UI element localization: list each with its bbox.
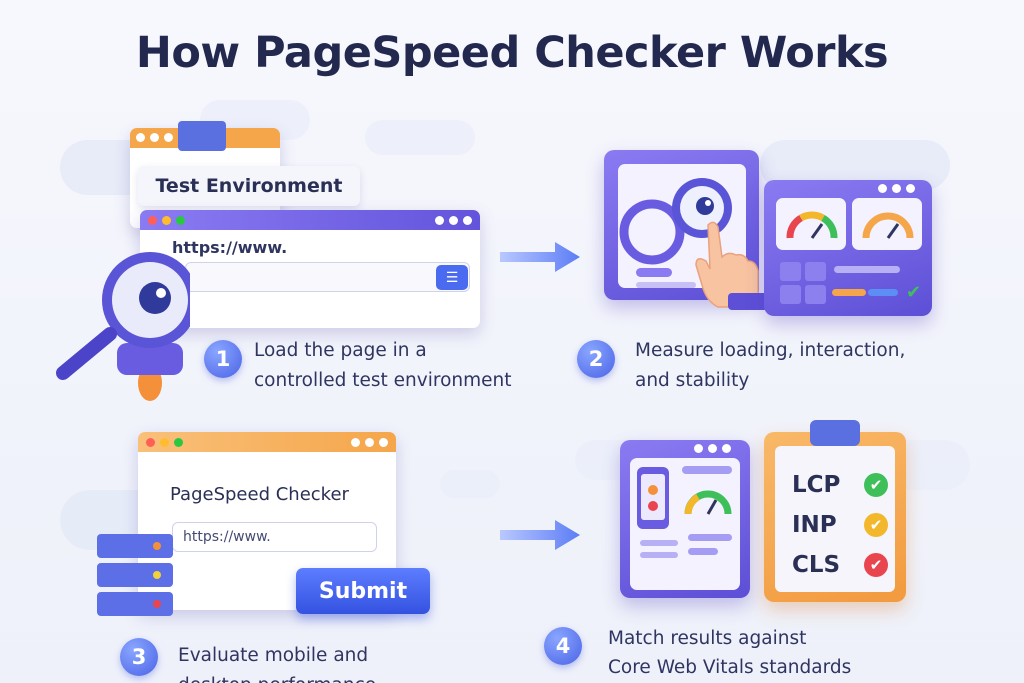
test-environment-label: Test Environment: [138, 166, 360, 206]
menu-icon[interactable]: ☰: [436, 265, 468, 290]
magnifier-eye-icon: [619, 178, 732, 265]
window-controls: [694, 444, 731, 453]
gauge-icon: [862, 212, 914, 239]
cloud-decoration: [440, 470, 500, 498]
vital-row-lcp: LCP ✔: [792, 472, 888, 498]
mobile-phone-icon: [637, 467, 669, 529]
url-input[interactable]: https://www.: [172, 522, 377, 552]
bar-decoration: [636, 282, 696, 288]
gauge-card: [776, 198, 846, 250]
step3-line2: desktop performance: [178, 672, 376, 683]
step1-line2: controlled test environment: [254, 370, 512, 391]
step4-line2: Core Web Vitals standards: [608, 657, 852, 678]
app-title: PageSpeed Checker: [170, 484, 349, 505]
grid-tiles: [780, 262, 826, 304]
right-arrow-icon: [500, 520, 580, 550]
bar-decoration: [832, 289, 866, 296]
bar-decoration: [834, 266, 900, 273]
gauge-card: [852, 198, 922, 250]
vital-label: CLS: [792, 552, 841, 578]
cloud-decoration: [365, 120, 475, 155]
step2-line1: Measure loading, interaction,: [635, 340, 906, 361]
bar-decoration: [682, 466, 732, 474]
bar-decoration: [868, 289, 898, 296]
bar-decoration: [636, 268, 672, 277]
check-icon: ✔: [906, 282, 922, 303]
clipboard-clip: [810, 420, 860, 446]
step-number-4: 4: [544, 627, 582, 665]
step2-line2: and stability: [635, 370, 750, 391]
bar-decoration: [640, 540, 678, 546]
bar-decoration: [688, 534, 732, 541]
server-stack-icon: [97, 534, 173, 616]
browser-title-bar: [140, 210, 480, 230]
gauge-icon: [786, 211, 838, 239]
magnifier-eye-icon: [56, 252, 190, 401]
address-bar[interactable]: [185, 262, 470, 292]
page-title: How PageSpeed Checker Works: [135, 28, 889, 78]
pointing-hand-icon: [695, 221, 768, 310]
bar-decoration: [688, 548, 718, 555]
vital-label: LCP: [792, 472, 841, 498]
step4-line1: Match results against: [608, 628, 807, 649]
step-number-2: 2: [577, 340, 615, 378]
url-text: https://www.: [172, 238, 288, 257]
submit-button[interactable]: Submit: [296, 568, 430, 614]
step3-line1: Evaluate mobile and: [178, 645, 369, 666]
vital-label: INP: [792, 512, 837, 538]
browser-title-bar: [138, 432, 396, 452]
window-controls: [878, 184, 915, 193]
check-icon: ✔: [864, 513, 888, 537]
gauge-icon: [684, 490, 732, 515]
right-arrow-icon: [500, 242, 580, 272]
step1-line1: Load the page in a: [254, 340, 427, 361]
step-number-3: 3: [120, 638, 158, 676]
bar-decoration: [640, 552, 678, 558]
vital-row-cls: CLS ✔: [792, 552, 888, 578]
window-controls: [136, 133, 173, 142]
check-icon: ✔: [864, 553, 888, 577]
check-icon: ✔: [864, 473, 888, 497]
clip-icon: [178, 121, 226, 151]
vital-row-inp: INP ✔: [792, 512, 888, 538]
step-number-1: 1: [204, 340, 242, 378]
